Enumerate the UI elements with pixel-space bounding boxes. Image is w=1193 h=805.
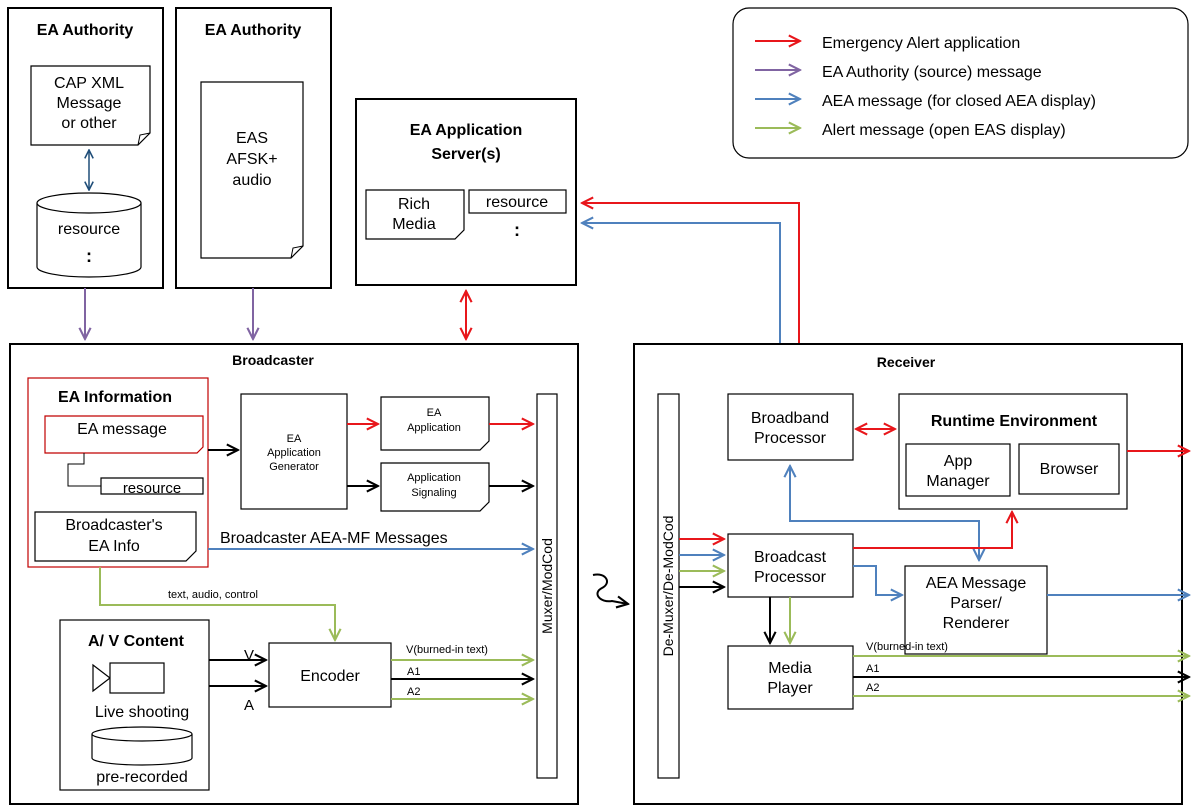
demuxer-label: De-Muxer/De-ModCod: [660, 516, 676, 657]
receiver: Receiver De-Muxer/De-ModCod Broadband Pr…: [633, 343, 1189, 805]
transmission-wave-icon: [592, 573, 628, 604]
ea-authority-2: EA Authority EAS AFSK+ audio: [175, 7, 332, 289]
ea-information-title: EA Information: [58, 389, 172, 406]
runtime-title: Runtime Environment: [931, 413, 1098, 430]
broadband-line-2: Processor: [754, 430, 827, 447]
legend-item-3: AEA message (for closed AEA display): [822, 93, 1096, 110]
rich-media-line-1: Rich: [398, 196, 430, 213]
ea-info-line-2: EA Info: [88, 538, 140, 555]
rx-a2-label: A2: [866, 682, 879, 694]
server-dots: :: [514, 220, 520, 240]
server-title-2: Server(s): [431, 146, 500, 163]
ea-info-resource: resource: [123, 480, 181, 497]
rx-v-burned-label: V(burned-in text): [866, 641, 948, 653]
browser-label: Browser: [1040, 461, 1099, 478]
v-input-label: V: [244, 647, 254, 664]
legend-item-4: Alert message (open EAS display): [822, 122, 1066, 139]
encoder-label: Encoder: [300, 668, 360, 685]
ea-message-label: EA message: [77, 421, 167, 438]
browser-box: [1018, 443, 1120, 495]
parser-line-2: Parser/: [950, 595, 1002, 612]
v-burned-label: V(burned-in text): [406, 644, 488, 656]
app-manager-line-1: App: [944, 453, 973, 470]
av-content-title: A/ V Content: [88, 633, 185, 650]
recording-database-icon: [91, 726, 193, 766]
cap-xml-line-3: or other: [61, 115, 117, 132]
eas-document-icon: [200, 81, 304, 259]
eas-line-1: EAS: [236, 130, 268, 147]
aea-message-parser: [904, 565, 1048, 655]
pre-recorded-label: pre-recorded: [96, 769, 188, 786]
media-player: [727, 645, 854, 710]
db-resource-label: resource: [58, 221, 120, 238]
app-manager-line-2: Manager: [926, 473, 990, 490]
server-broadband-red-arrow: [582, 203, 799, 389]
live-shooting-label: Live shooting: [95, 704, 189, 721]
receiver-title: Receiver: [877, 354, 936, 370]
a-input-label: A: [244, 697, 254, 714]
media-player-line-1: Media: [768, 660, 812, 677]
a2-label: A2: [407, 686, 420, 698]
eas-line-3: audio: [232, 172, 271, 189]
cap-xml-line-2: Message: [57, 95, 122, 112]
media-player-line-2: Player: [767, 680, 813, 697]
db-dots: :: [86, 246, 92, 266]
app-signaling-line-1: Application: [407, 472, 461, 484]
cap-xml-document-icon: [30, 65, 151, 146]
aea-mf-label: Broadcaster AEA-MF Messages: [220, 530, 448, 547]
broadcaster-ea-info-document-icon: [34, 511, 197, 562]
eas-line-2: AFSK+: [226, 151, 277, 168]
ea-application-line-2: Application: [407, 422, 461, 434]
broadcast-line-1: Broadcast: [754, 549, 827, 566]
muxer-label: Muxer/ModCod: [539, 538, 555, 634]
parser-line-3: Renderer: [943, 615, 1010, 632]
legend-item-2: EA Authority (source) message: [822, 64, 1042, 81]
broadcaster-title: Broadcaster: [232, 352, 314, 368]
broadcaster: Broadcaster EA Information EA message re…: [9, 343, 579, 805]
ea-application-server: EA Application Server(s) Rich Media reso…: [355, 98, 577, 286]
legend-item-1: Emergency Alert application: [822, 35, 1020, 52]
legend: Emergency Alert application EA Authority…: [732, 7, 1189, 159]
ea-application-generator: [240, 393, 348, 510]
server-resource: resource: [486, 194, 548, 211]
ea-application-line-1: EA: [427, 407, 442, 419]
ea-authority-1: EA Authority CAP XML Message or other re…: [7, 7, 164, 289]
rich-media-document-icon: [365, 189, 465, 240]
broadcast-line-2: Processor: [754, 569, 827, 586]
application-signaling-document: [380, 462, 490, 512]
camera-icon: [92, 662, 165, 694]
generator-line-1: EA: [287, 433, 302, 445]
broadband-processor: [727, 393, 854, 461]
ea-application-document: [380, 396, 490, 451]
muxer-box: [536, 393, 558, 779]
parser-line-1: AEA Message: [926, 575, 1027, 592]
app-signaling-line-2: Signaling: [411, 487, 456, 499]
server-broadband-blue-arrow: [582, 223, 780, 389]
server-title-1: EA Application: [410, 122, 523, 139]
ea-info-line-1: Broadcaster's: [65, 517, 162, 534]
text-audio-control-label: text, audio, control: [168, 589, 258, 601]
encoder-box: [268, 642, 392, 708]
a1-label: A1: [407, 666, 420, 678]
resource-database-icon: [36, 192, 142, 278]
rich-media-line-2: Media: [392, 216, 436, 233]
ea-authority-1-title: EA Authority: [37, 22, 134, 39]
ea-authority-2-title: EA Authority: [205, 22, 302, 39]
rx-a1-label: A1: [866, 663, 879, 675]
cap-xml-line-1: CAP XML: [54, 75, 124, 92]
generator-line-2: Application: [267, 447, 321, 459]
generator-line-3: Generator: [269, 461, 319, 473]
broadband-line-1: Broadband: [751, 410, 829, 427]
